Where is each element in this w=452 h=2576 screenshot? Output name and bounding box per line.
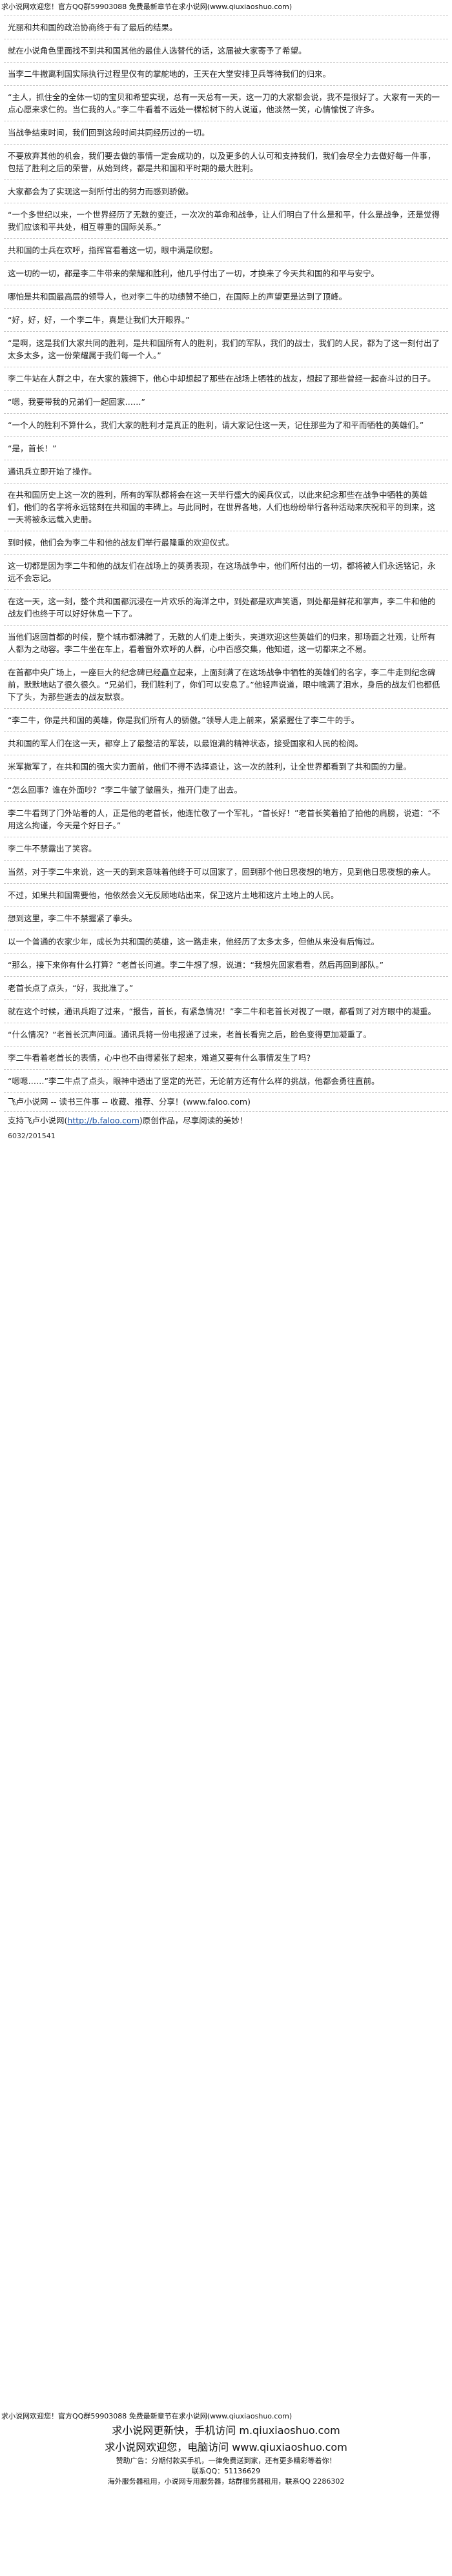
story-paragraph: 当他们返回首都的时候，整个城市都沸腾了，无数的人们走上街头，夹道欢迎这些英雄们的… <box>4 625 448 660</box>
paragraph-text: “是，首长！” <box>8 444 57 453</box>
paragraph-text: 就在这个时候，通讯兵跑了过来，“报告，首长，有紧急情况！”李二牛和老首长对视了一… <box>8 1007 436 1016</box>
story-paragraph: 就在小说角色里面找不到共和国其他的最佳人选替代的话，这届被大家寄予了希望。 <box>4 39 448 62</box>
support-suffix: )原创作品，尽享阅读的美妙！ <box>139 1116 248 1125</box>
story-paragraph: “好，好，好，一个李二牛，真是让我们大开眼界。” <box>4 308 448 331</box>
story-paragraph: 共和国的士兵在欢呼，指挥官看着这一切，眼中满是欣慰。 <box>4 238 448 261</box>
story-paragraph: “那么，接下来你有什么打算？”老首长问道。李二牛想了想，说道：“我想先回家看看，… <box>4 953 448 976</box>
paragraph-text: 共和国的士兵在欢呼，指挥官看着这一切，眼中满是欣慰。 <box>8 245 218 255</box>
chapter-content: 光丽和共和国的政治协商终于有了最后的结果。就在小说角色里面找不到共和国其他的最佳… <box>4 15 448 2409</box>
contact-line: 联系QQ：51136629 <box>191 2467 261 2475</box>
story-paragraph: 这一切的一切，都是李二牛带来的荣耀和胜利，他几乎付出了一切，才换来了今天共和国的… <box>4 261 448 285</box>
paragraph-text: 李二牛看到了门外站着的人，正是他的老首长，他连忙敬了一个军礼，“首长好！”老首长… <box>8 808 440 830</box>
story-paragraph: “李二牛，你是共和国的英雄，你是我们所有人的骄傲。”领导人走上前来，紧紧握住了李… <box>4 708 448 731</box>
ad-line: 赞助广告：分期付款买手机，一律免费送到家，还有更多精彩等着你！ <box>116 2457 336 2465</box>
site-footer: 求小说网欢迎您！官方QQ群59903088 免费最新章节在求小说网(www.qi… <box>0 2411 452 2576</box>
story-paragraph: “主人，抓住全的全体一切的宝贝和希望实现，总有一天总有一天，这一刀的大家都会说，… <box>4 85 448 121</box>
story-paragraph: 李二牛看到了门外站着的人，正是他的老首长，他连忙敬了一个军礼，“首长好！”老首长… <box>4 801 448 837</box>
paragraph-text: 以一个普通的农家少年，成长为共和国的英雄，这一路走来，他经历了太多太多，但他从来… <box>8 937 380 946</box>
support-line: 支持飞卢小说网(http://b.faloo.com)原创作品，尽享阅读的美妙！ <box>4 1111 448 1130</box>
story-paragraph: 老首长点了点头，“好，我批准了。” <box>4 976 448 999</box>
story-paragraph: 在首都中央广场上，一座巨大的纪念碑已经矗立起来，上面刻满了在这场战争中牺牲的英雄… <box>4 660 448 708</box>
story-paragraph: 米军撤军了，在共和国的强大实力面前，他们不得不选择退让，这一次的胜利，让全世界都… <box>4 755 448 778</box>
story-paragraph: 当战争结束时间，我们回到这段时间共同经历过的一切。 <box>4 121 448 144</box>
paragraph-text: 米军撤军了，在共和国的强大实力面前，他们不得不选择退让，这一次的胜利，让全世界都… <box>8 762 412 772</box>
story-paragraph: 李二牛不禁露出了笑容。 <box>4 837 448 860</box>
paragraph-text: 在首都中央广场上，一座巨大的纪念碑已经矗立起来，上面刻满了在这场战争中牺牲的英雄… <box>8 668 440 702</box>
story-paragraph: 大家都会为了实现这一刻所付出的努力而感到骄傲。 <box>4 179 448 203</box>
story-paragraph: “是啊，这是我们大家共同的胜利，是共和国所有人的胜利，我们的军队，我们的战士，我… <box>4 331 448 367</box>
story-paragraph: 当李二牛撤离利国实际执行过程里仅有的掌舵地的，王天在大堂安排卫兵等待我们的归来。 <box>4 62 448 85</box>
paragraph-text: “那么，接下来你有什么打算？”老首长问道。李二牛想了想，说道：“我想先回家看看，… <box>8 960 384 970</box>
faloo-link[interactable]: http://b.faloo.com <box>67 1116 139 1125</box>
story-paragraph: “嗯，我要带我的兄弟们一起回家……” <box>4 390 448 413</box>
site-banner-top: 求小说网欢迎您！官方QQ群59903088 免费最新章节在求小说网(www.qi… <box>1 3 293 11</box>
paragraph-text: 不要放弃其他的机会，我们要去做的事情一定会成功的，以及更多的人认可和支持我们，我… <box>8 151 436 173</box>
chapter-id: 6032/201541 <box>8 1132 56 1140</box>
paragraph-text: 这一切都是因为李二牛和他的战友们在战场上的英勇表现，在这场战争中，他们所付出的一… <box>8 561 436 583</box>
paragraph-text: 李二牛不禁露出了笑容。 <box>8 844 97 854</box>
paragraph-text: “是啊，这是我们大家共同的胜利，是共和国所有人的胜利，我们的军队，我们的战士，我… <box>8 338 440 360</box>
story-paragraph: 在这一天，这一刻，整个共和国都沉浸在一片欢乐的海洋之中，到处都是欢声笑语，到处都… <box>4 589 448 625</box>
paragraph-text: 在共和国历史上这一次的胜利，所有的军队都将会在这一天举行盛大的阅兵仪式，以此来纪… <box>8 490 436 524</box>
story-paragraph: 李二牛看着老首长的表情，心中也不由得紧张了起来，难道又要有什么事情发生了吗？ <box>4 1046 448 1069</box>
story-paragraph: 光丽和共和国的政治协商终于有了最后的结果。 <box>4 15 448 39</box>
paragraph-text: 当战争结束时间，我们回到这段时间共同经历过的一切。 <box>8 128 210 138</box>
paragraph-text: 光丽和共和国的政治协商终于有了最后的结果。 <box>8 23 178 32</box>
story-paragraph: 在共和国历史上这一次的胜利，所有的军队都将会在这一天举行盛大的阅兵仪式，以此来纪… <box>4 483 448 531</box>
paragraph-text: 大家都会为了实现这一刻所付出的努力而感到骄傲。 <box>8 187 194 196</box>
story-paragraph: 以一个普通的农家少年，成长为共和国的英雄，这一路走来，他经历了太多太多，但他从来… <box>4 930 448 953</box>
story-paragraph: 不要放弃其他的机会，我们要去做的事情一定会成功的，以及更多的人认可和支持我们，我… <box>4 144 448 179</box>
paragraph-text: “什么情况？”老首长沉声问道。通讯兵将一份电报递了过来，老首长看完之后，脸色变得… <box>8 1030 371 1039</box>
story-paragraph: “是，首长！” <box>4 436 448 460</box>
story-paragraph: 到时候，他们会为李二牛和他的战友们举行最隆重的欢迎仪式。 <box>4 531 448 554</box>
support-prefix: 支持飞卢小说网( <box>8 1116 68 1125</box>
story-paragraph: “一个多世纪以来，一个世界经历了无数的变迁，一次次的革命和战争，让人们明白了什么… <box>4 203 448 238</box>
paragraph-text: 想到这里，李二牛不禁握紧了拳头。 <box>8 914 138 923</box>
paragraph-text: “李二牛，你是共和国的英雄，你是我们所有人的骄傲。”领导人走上前来，紧紧握住了李… <box>8 715 360 725</box>
story-paragraph: 这一切都是因为李二牛和他的战友们在战场上的英勇表现，在这场战争中，他们所付出的一… <box>4 554 448 589</box>
paragraph-text: 在这一天，这一刻，整个共和国都沉浸在一片欢乐的海洋之中，到处都是欢声笑语，到处都… <box>8 597 436 618</box>
paragraph-text: 就在小说角色里面找不到共和国其他的最佳人选替代的话，这届被大家寄予了希望。 <box>8 46 307 56</box>
paragraph-text: 到时候，他们会为李二牛和他的战友们举行最隆重的欢迎仪式。 <box>8 538 234 547</box>
story-paragraph: 想到这里，李二牛不禁握紧了拳头。 <box>4 906 448 930</box>
story-paragraph: 共和国的军人们在这一天，都穿上了最整洁的军装，以最饱满的精神状态，接受国家和人民… <box>4 731 448 755</box>
story-paragraph: 不过，如果共和国需要他，他依然会义无反顾地站出来，保卫这片土地和这片土地上的人民… <box>4 883 448 906</box>
faloo-slogan: 飞卢小说网 -- 读书三件事 -- 收藏、推荐、分享！(www.faloo.co… <box>4 1092 448 1111</box>
paragraph-text: “嗯嗯……”李二牛点了点头，眼神中透出了坚定的光芒，无论前方还有什么样的挑战，他… <box>8 1076 380 1086</box>
paragraph-text: 当他们返回首都的时候，整个城市都沸腾了，无数的人们走上街头，夹道欢迎这些英雄们的… <box>8 632 436 654</box>
story-paragraph: 哪怕是共和国最高层的领导人，也对李二牛的功绩赞不绝口，在国际上的声望更是达到了顶… <box>4 285 448 308</box>
story-paragraph: “一个人的胜利不算什么，我们大家的胜利才是真正的胜利，请大家记住这一天，记住那些… <box>4 413 448 436</box>
paragraph-text: “一个人的胜利不算什么，我们大家的胜利才是真正的胜利，请大家记住这一天，记住那些… <box>8 420 424 430</box>
site-banner-bottom: 求小说网欢迎您！官方QQ群59903088 免费最新章节在求小说网(www.qi… <box>1 2412 293 2420</box>
mobile-access-line: 求小说网更新快，手机访问 m.qiuxiaoshuo.com <box>112 2424 340 2437</box>
desktop-access-line: 求小说网欢迎您，电脑访问 www.qiuxiaoshuo.com <box>105 2441 347 2453</box>
paragraph-text: 通讯兵立即开始了操作。 <box>8 467 97 476</box>
paragraph-text: 共和国的军人们在这一天，都穿上了最整洁的军装，以最饱满的精神状态，接受国家和人民… <box>8 739 364 748</box>
hosting-line: 海外服务器租用，小说网专用服务器，站群服务器租用，联系QQ 2286302 <box>107 2477 345 2486</box>
paragraph-text: 当然，对于李二牛来说，这一天的到来意味着他终于可以回家了，回到那个他日思夜想的地… <box>8 867 436 877</box>
paragraph-text: “好，好，好，一个李二牛，真是让我们大开眼界。” <box>8 315 190 325</box>
paragraph-text: 老首长点了点头，“好，我批准了。” <box>8 983 134 993</box>
story-paragraph: “嗯嗯……”李二牛点了点头，眼神中透出了坚定的光芒，无论前方还有什么样的挑战，他… <box>4 1069 448 1092</box>
paragraph-text: “怎么回事？谁在外面吵？”李二牛皱了皱眉头，推开门走了出去。 <box>8 785 242 795</box>
story-paragraph: 通讯兵立即开始了操作。 <box>4 460 448 483</box>
paragraph-text: 李二牛看着老首长的表情，心中也不由得紧张了起来，难道又要有什么事情发生了吗？ <box>8 1053 315 1063</box>
story-paragraph: 当然，对于李二牛来说，这一天的到来意味着他终于可以回家了，回到那个他日思夜想的地… <box>4 860 448 883</box>
paragraph-text: 哪怕是共和国最高层的领导人，也对李二牛的功绩赞不绝口，在国际上的声望更是达到了顶… <box>8 292 347 302</box>
story-paragraph: 李二牛站在人群之中，在大家的簇拥下，他心中却想起了那些在战场上牺牲的战友，想起了… <box>4 367 448 390</box>
paragraph-text: 当李二牛撤离利国实际执行过程里仅有的掌舵地的，王天在大堂安排卫兵等待我们的归来。 <box>8 69 331 79</box>
story-paragraph: “怎么回事？谁在外面吵？”李二牛皱了皱眉头，推开门走了出去。 <box>4 778 448 801</box>
paragraph-text: “嗯，我要带我的兄弟们一起回家……” <box>8 397 145 407</box>
paragraph-text: 这一切的一切，都是李二牛带来的荣耀和胜利，他几乎付出了一切，才换来了今天共和国的… <box>8 269 380 278</box>
paragraph-text: “一个多世纪以来，一个世界经历了无数的变迁，一次次的革命和战争，让人们明白了什么… <box>8 210 440 232</box>
story-paragraph: 就在这个时候，通讯兵跑了过来，“报告，首长，有紧急情况！”李二牛和老首长对视了一… <box>4 999 448 1023</box>
story-paragraph: “什么情况？”老首长沉声问道。通讯兵将一份电报递了过来，老首长看完之后，脸色变得… <box>4 1023 448 1046</box>
paragraph-text: 不过，如果共和国需要他，他依然会义无反顾地站出来，保卫这片土地和这片土地上的人民… <box>8 890 339 900</box>
paragraph-text: “主人，抓住全的全体一切的宝贝和希望实现，总有一天总有一天，这一刀的大家都会说，… <box>8 92 440 114</box>
paragraph-text: 李二牛站在人群之中，在大家的簇拥下，他心中却想起了那些在战场上牺牲的战友，想起了… <box>8 374 436 383</box>
